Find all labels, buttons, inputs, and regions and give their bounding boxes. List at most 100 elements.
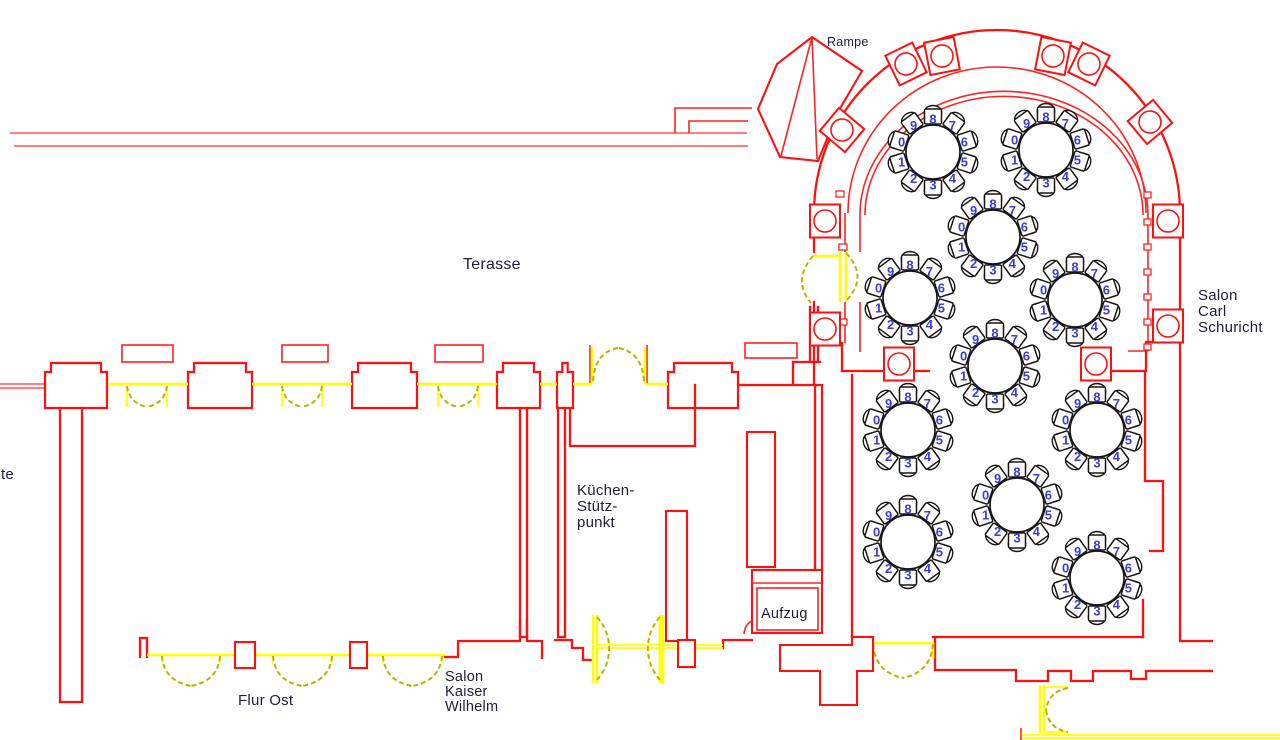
wall-column	[348, 640, 369, 670]
seat-number: 7	[1062, 116, 1069, 131]
label-salon-carl-2: Carl	[1198, 303, 1227, 320]
chair	[900, 325, 920, 346]
seat-number: 8	[906, 258, 913, 273]
chair	[1007, 532, 1027, 553]
chair	[1065, 252, 1085, 273]
chair	[917, 389, 941, 413]
chair	[1106, 389, 1130, 413]
seat-number: 3	[906, 324, 913, 339]
seat-number: 0	[873, 524, 880, 539]
seat-number: 6	[1074, 132, 1081, 147]
chair	[1087, 457, 1107, 478]
pillar	[1152, 203, 1184, 239]
chair	[875, 501, 899, 525]
chair	[942, 169, 966, 193]
seat-number: 6	[936, 524, 943, 539]
seat-number: 9	[885, 396, 892, 411]
seat-number: 2	[1074, 449, 1081, 464]
pillar	[1080, 346, 1112, 382]
seat-number: 7	[1091, 266, 1098, 281]
pillar	[809, 311, 841, 347]
table-top	[905, 124, 961, 180]
chair	[1026, 464, 1050, 488]
seat-number: 1	[1062, 433, 1069, 448]
pillar	[1152, 308, 1184, 344]
label-flur-ost: Flur Ost	[238, 692, 294, 709]
bottom-right-door[interactable]	[1038, 685, 1069, 733]
chair	[887, 130, 910, 152]
chair	[898, 494, 918, 515]
chair	[900, 250, 920, 271]
chair	[947, 215, 970, 237]
seat-number: 2	[1052, 319, 1059, 334]
salon-bottom-door[interactable]	[871, 641, 935, 679]
chair	[1106, 595, 1130, 619]
flur-ost-doors[interactable]	[161, 655, 443, 687]
chair	[971, 505, 994, 527]
chair	[1029, 300, 1052, 322]
chair	[1087, 530, 1107, 551]
seat-number: 3	[904, 456, 911, 471]
chair	[1051, 556, 1074, 578]
seat-number: 7	[924, 396, 931, 411]
window-box	[121, 344, 174, 363]
chair	[971, 483, 994, 505]
seat-number: 9	[1052, 266, 1059, 281]
seat-number: 5	[1021, 240, 1028, 255]
seat-number: 7	[926, 264, 933, 279]
seat-number: 0	[982, 487, 989, 502]
seat-number: 8	[1093, 538, 1100, 553]
seat-number: 2	[1023, 169, 1030, 184]
seat-number: 8	[1093, 390, 1100, 405]
chair	[875, 447, 899, 471]
chair	[1000, 150, 1023, 172]
chair	[1029, 278, 1052, 300]
chair	[962, 383, 986, 407]
seat-number: 3	[1093, 604, 1100, 619]
corridor-doors[interactable]	[126, 385, 479, 408]
seat-number: 2	[1074, 597, 1081, 612]
seat-number: 1	[873, 433, 880, 448]
seat-number: 2	[994, 524, 1001, 539]
chair	[1016, 237, 1039, 259]
seat-number: 9	[885, 508, 892, 523]
seat-number: 4	[1062, 169, 1070, 184]
chair	[962, 325, 986, 349]
wall-column	[495, 361, 542, 410]
chair	[960, 254, 984, 278]
pillar	[818, 106, 866, 154]
seat-number: 4	[1033, 524, 1041, 539]
chair	[1040, 505, 1063, 527]
seat-number: 1	[982, 508, 989, 523]
chair	[1064, 447, 1088, 471]
seat-number: 4	[949, 171, 957, 186]
chair	[1018, 344, 1041, 366]
table-top	[989, 477, 1045, 533]
salon-right-wall	[1108, 191, 1214, 643]
chair	[942, 111, 966, 135]
salon-left-door[interactable]	[801, 252, 859, 304]
seat-number: 7	[1011, 332, 1018, 347]
label-kuechen-2: Stütz-	[577, 498, 618, 515]
chair	[900, 169, 924, 193]
seat-number: 5	[1045, 508, 1052, 523]
chair	[949, 344, 972, 366]
chair	[1051, 578, 1074, 600]
kitchen-double-door[interactable]	[591, 615, 665, 683]
chair	[1106, 537, 1130, 561]
seat-number: 2	[910, 171, 917, 186]
label-terasse: Terasse	[463, 256, 521, 273]
chair	[1013, 109, 1037, 133]
seat-number: 2	[885, 561, 892, 576]
terrace-door[interactable]	[589, 345, 648, 383]
seat-number: 8	[989, 197, 996, 212]
seat-number: 2	[885, 449, 892, 464]
wall-column	[350, 361, 419, 410]
seat-number: 4	[926, 317, 934, 332]
seat-number: 4	[924, 449, 932, 464]
